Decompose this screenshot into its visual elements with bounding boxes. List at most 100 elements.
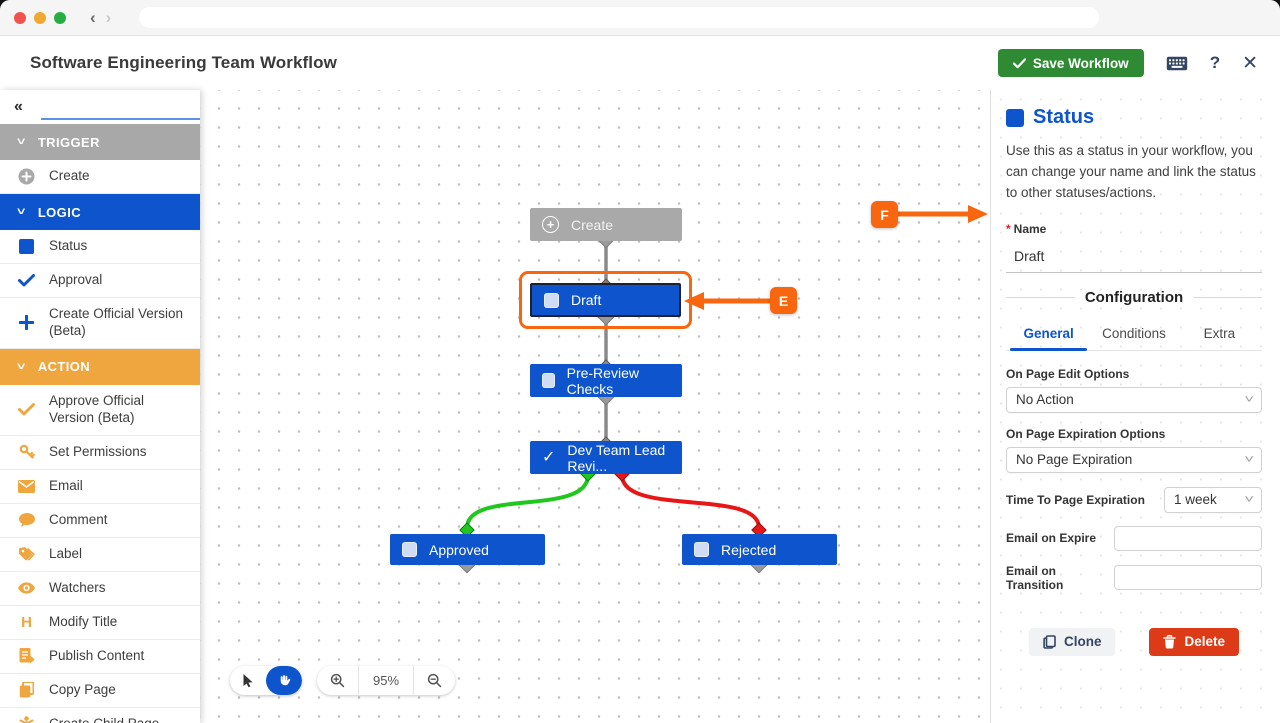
- browser-back-icon[interactable]: ‹: [90, 8, 96, 27]
- keyboard-shortcuts-icon[interactable]: [1166, 56, 1188, 71]
- node-dev-team-lead-review[interactable]: ✓ Dev Team Lead Revi...: [530, 441, 682, 474]
- collapse-sidebar-button[interactable]: «: [14, 98, 23, 115]
- close-window-button[interactable]: [14, 11, 26, 24]
- sidebar-item-approve-official-version[interactable]: Approve Official Version (Beta): [0, 384, 200, 436]
- comment-icon: [18, 512, 35, 529]
- sidebar-item-set-permissions[interactable]: Set Permissions: [0, 435, 200, 470]
- circle-plus-icon: +: [542, 216, 559, 233]
- workflow-canvas[interactable]: + Create Draft Pre-Review Checks ✓ Dev T…: [200, 90, 990, 723]
- sidebar-item-modify-title[interactable]: H Modify Title: [0, 605, 200, 640]
- copy-icon: [1043, 634, 1056, 649]
- on-page-edit-select[interactable]: No Action ˅: [1006, 386, 1262, 413]
- zoom-level-value: 95%: [358, 666, 413, 695]
- element-palette-sidebar: « ˅ TRIGGER Create ˅ LOGIC Status Ap: [0, 90, 200, 723]
- node-approved[interactable]: Approved: [390, 534, 545, 565]
- sidebar-item-watchers[interactable]: Watchers: [0, 571, 200, 606]
- sidebar-item-approval[interactable]: Approval: [0, 264, 200, 298]
- panel-description: Use this as a status in your workflow, y…: [1006, 143, 1256, 200]
- delete-button[interactable]: Delete: [1149, 627, 1240, 656]
- minimize-window-button[interactable]: [34, 11, 46, 24]
- save-workflow-button[interactable]: Save Workflow: [997, 49, 1144, 77]
- node-create[interactable]: + Create: [530, 208, 682, 241]
- required-asterisk: *: [1006, 221, 1011, 236]
- section-logic[interactable]: ˅ LOGIC: [0, 194, 200, 230]
- maximize-window-button[interactable]: [54, 11, 66, 24]
- sidebar-item-create-official-version[interactable]: Create Official Version (Beta): [0, 298, 200, 349]
- section-trigger[interactable]: ˅ TRIGGER: [0, 124, 200, 160]
- chevron-down-icon: ˅: [16, 206, 26, 218]
- sidebar-item-publish-content[interactable]: Publish Content: [0, 639, 200, 674]
- canvas-tool-switcher: [230, 666, 302, 695]
- child-icon: [18, 716, 35, 723]
- panel-title: Status: [1033, 106, 1095, 128]
- time-to-expiration-select[interactable]: 1 week ˅: [1164, 486, 1262, 513]
- zoom-controls: 95%: [317, 666, 456, 695]
- palette-search-input[interactable]: [40, 100, 200, 120]
- browser-chrome: ‹ ›: [0, 0, 1280, 36]
- section-action[interactable]: ˅ ACTION: [0, 348, 200, 385]
- email-on-expire-input[interactable]: [1114, 525, 1262, 551]
- sidebar-item-email[interactable]: Email: [0, 469, 200, 504]
- check-icon: ✓: [542, 448, 556, 466]
- browser-forward-icon[interactable]: ›: [105, 8, 112, 27]
- sidebar-item-comment[interactable]: Comment: [0, 503, 200, 538]
- chevron-down-icon: ˅: [1243, 493, 1254, 506]
- zoom-out-icon: [427, 673, 442, 688]
- square-icon: [18, 238, 35, 255]
- workflow-edges: [458, 205, 988, 574]
- envelope-icon: [18, 478, 35, 495]
- zoom-out-button[interactable]: [413, 666, 455, 695]
- zoom-in-icon: [330, 673, 345, 688]
- check-icon: [18, 272, 35, 289]
- sidebar-item-label[interactable]: Label: [0, 537, 200, 572]
- publish-icon: [18, 648, 35, 665]
- name-input[interactable]: [1006, 241, 1262, 273]
- sidebar-item-status[interactable]: Status: [0, 230, 200, 264]
- status-square-icon: [1006, 108, 1024, 127]
- status-square-icon: [542, 373, 555, 388]
- on-page-expiration-select[interactable]: No Page Expiration ˅: [1006, 446, 1262, 473]
- close-editor-icon[interactable]: ✕: [1242, 52, 1258, 74]
- chevron-down-icon: ˅: [16, 136, 26, 148]
- chevron-down-icon: ˅: [1243, 393, 1254, 406]
- sidebar-item-create-child-page[interactable]: Create Child Page: [0, 707, 200, 723]
- time-to-expiration-label: Time To Page Expiration: [1006, 492, 1145, 507]
- zoom-in-button[interactable]: [317, 666, 358, 695]
- status-square-icon: [544, 292, 559, 308]
- node-pre-review-checks[interactable]: Pre-Review Checks: [530, 364, 682, 397]
- annotation-badge-e: E: [770, 287, 797, 314]
- tab-extra[interactable]: Extra: [1203, 325, 1236, 341]
- circle-plus-icon: [18, 168, 35, 185]
- window-controls: [14, 11, 66, 24]
- status-square-icon: [402, 542, 417, 557]
- url-bar[interactable]: [139, 7, 1100, 28]
- on-page-expiration-label: On Page Expiration Options: [1006, 426, 1166, 441]
- node-rejected[interactable]: Rejected: [682, 534, 837, 565]
- key-icon: [18, 444, 35, 461]
- email-on-transition-label: Email on Transition: [1006, 563, 1064, 592]
- sidebar-item-copy-page[interactable]: Copy Page: [0, 673, 200, 708]
- tab-general[interactable]: General: [1006, 316, 1091, 351]
- select-tool-button[interactable]: [230, 666, 266, 695]
- node-draft[interactable]: Draft: [530, 283, 681, 317]
- hand-icon: [280, 675, 290, 686]
- app-header: Software Engineering Team Workflow Save …: [0, 36, 1280, 90]
- configuration-heading: Configuration: [1084, 288, 1184, 306]
- tab-conditions[interactable]: Conditions: [1102, 325, 1166, 341]
- help-icon[interactable]: ?: [1209, 53, 1221, 72]
- page-title: Software Engineering Team Workflow: [30, 53, 337, 72]
- pan-tool-button[interactable]: [266, 666, 302, 695]
- tag-icon: [18, 546, 35, 563]
- clone-button[interactable]: Clone: [1028, 627, 1116, 656]
- cursor-icon: [243, 674, 253, 688]
- chevron-down-icon: ˅: [16, 360, 26, 373]
- eye-icon: [18, 580, 35, 597]
- sidebar-item-create[interactable]: Create: [0, 160, 200, 194]
- annotation-badge-f: F: [871, 201, 898, 228]
- email-on-expire-label: Email on Expire: [1006, 531, 1097, 546]
- on-page-edit-label: On Page Edit Options: [1006, 366, 1130, 381]
- plus-icon: [18, 314, 35, 331]
- heading-icon: H: [21, 613, 32, 631]
- configuration-tabs: General Conditions Extra: [1006, 316, 1262, 351]
- email-on-transition-input[interactable]: [1114, 565, 1262, 591]
